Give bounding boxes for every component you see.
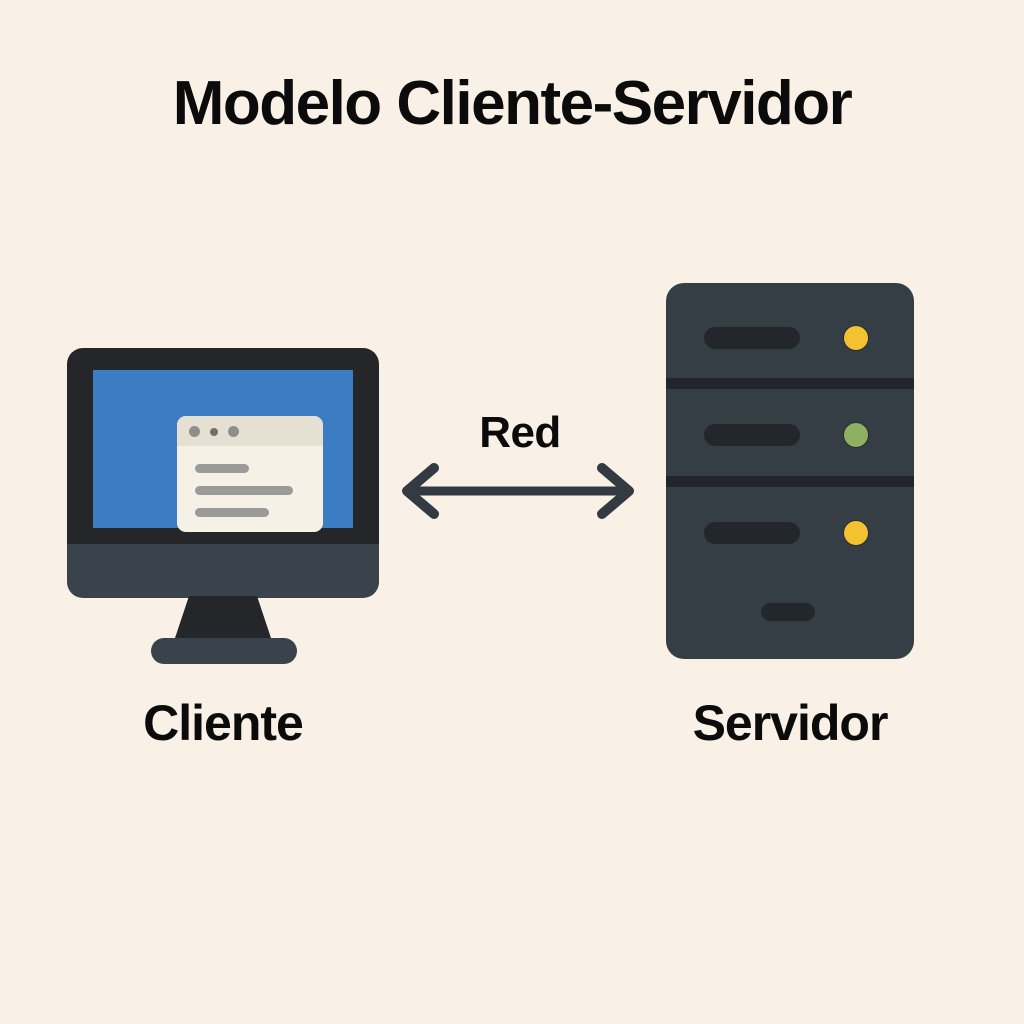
page-title: Modelo Cliente-Servidor [172, 69, 853, 138]
window-text-bar [195, 508, 269, 517]
network-label: Red [479, 408, 561, 457]
monitor-chin [67, 544, 379, 598]
window-text-bar [195, 464, 249, 473]
bidirectional-arrow-icon [402, 463, 634, 519]
server-status-led-green [843, 422, 869, 448]
window-text-bar [195, 486, 293, 495]
window-dot-icon [189, 426, 200, 437]
server-status-led-amber [843, 325, 869, 351]
server-drive-slot [704, 327, 800, 349]
server-caption: Servidor [692, 695, 889, 751]
server-foot-bar [761, 603, 815, 621]
monitor-stand-neck [173, 596, 273, 644]
window-dot-icon [228, 426, 239, 437]
window-dot-icon [210, 428, 218, 436]
client-caption: Cliente [143, 695, 304, 751]
server-status-led-amber [843, 520, 869, 546]
browser-window [177, 416, 323, 532]
server-bay-divider [666, 476, 914, 487]
server-rack-icon [666, 283, 914, 659]
window-titlebar [177, 416, 323, 446]
server-drive-slot [704, 424, 800, 446]
monitor-stand-base [151, 638, 297, 664]
server-drive-slot [704, 522, 800, 544]
monitor-screen [93, 370, 353, 532]
server-bay-divider [666, 378, 914, 389]
monitor-bezel [67, 348, 379, 544]
